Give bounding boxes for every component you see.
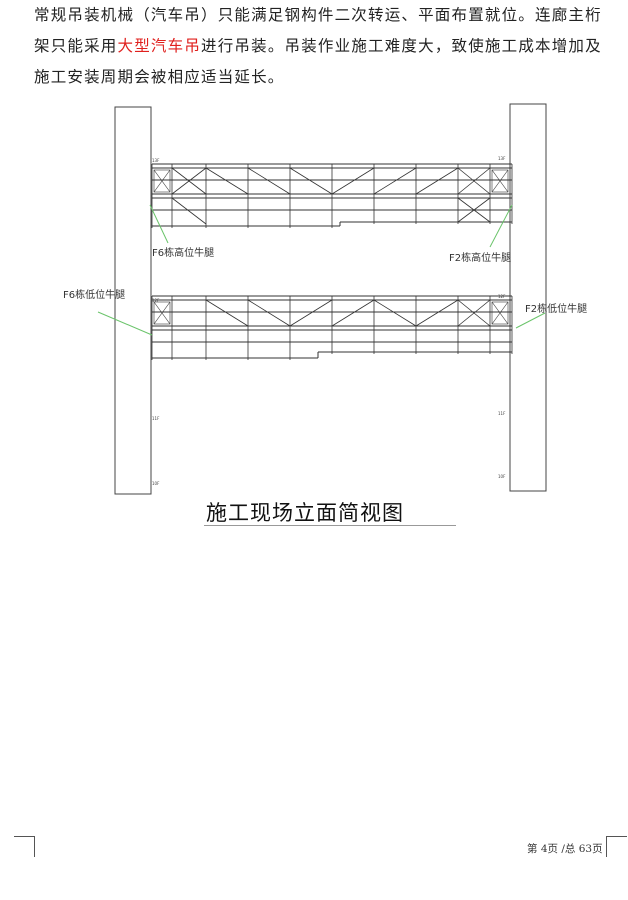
label-f6-low-bracket: F6栋低位牛腿 xyxy=(63,288,125,301)
level-marks-left: 13F 12F 11F 10F xyxy=(152,158,160,486)
crop-mark-left xyxy=(14,836,35,857)
f6-building-column xyxy=(114,106,152,495)
svg-text:13F: 13F xyxy=(152,158,160,163)
lower-truss xyxy=(151,295,513,360)
highlighted-term: 大型汽车吊 xyxy=(117,37,202,55)
svg-text:10F: 10F xyxy=(498,474,506,479)
svg-text:13F: 13F xyxy=(498,156,506,161)
label-f2-high-bracket: F2栋高位牛腿 xyxy=(449,251,511,264)
paragraph-line-1: 常规吊装机械（汽车吊）只能满足钢构件二次转运、平面布置就位。连廊主桁 xyxy=(34,6,602,24)
level-marks-right: 13F 12F 11F 10F xyxy=(498,156,506,479)
caption-underline xyxy=(204,525,456,526)
figure-caption: 施工现场立面简视图 xyxy=(206,501,404,525)
f2-building-column xyxy=(509,103,547,492)
paragraph-line-3: 施工安装周期会被相应适当延长。 xyxy=(34,68,285,86)
leader-lines xyxy=(97,204,546,336)
svg-text:11F: 11F xyxy=(498,411,506,416)
svg-text:11F: 11F xyxy=(152,416,160,421)
upper-truss xyxy=(151,163,513,228)
label-f2-low-bracket: F2栋低位牛腿 xyxy=(525,302,587,315)
paragraph-line-2: 架只能采用大型汽车吊进行吊装。吊装作业施工难度大，致使施工成本增加及 xyxy=(34,37,602,55)
elevation-drawing: 13F 12F 11F 10F 13F 12F 11F 10F xyxy=(63,103,587,495)
label-f6-high-bracket: F6栋高位牛腿 xyxy=(152,246,214,259)
crop-mark-right xyxy=(606,836,627,857)
page-number: 第 4页 /总 63页 xyxy=(527,843,603,855)
svg-text:10F: 10F xyxy=(152,481,160,486)
